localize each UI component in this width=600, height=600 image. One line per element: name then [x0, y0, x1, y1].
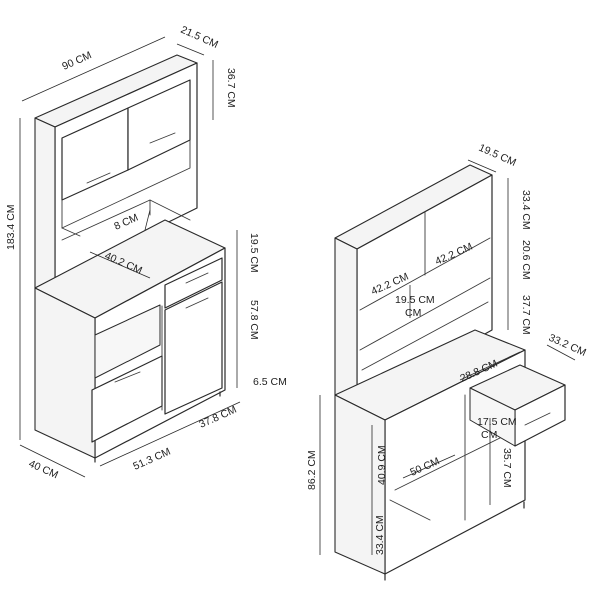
left-door-handle	[185, 297, 209, 309]
left-door[interactable]	[164, 281, 223, 415]
left-upper-door-right-handle	[149, 132, 176, 144]
label-left-width: 51.3 CM	[131, 446, 172, 473]
dim-line-shelf-gap	[144, 209, 151, 231]
left-upper-door-left-handle	[86, 172, 111, 184]
dim-line-top-depth	[176, 43, 205, 56]
dim-r-drawer-depth	[546, 344, 576, 361]
label-drawer-height: 19.5 CM	[248, 233, 260, 273]
right-cabinet: 19.5 CM 33.4 CM 20.6 CM 37.7 CM 42.2 CM …	[306, 142, 588, 581]
label-r-top-depth: 19.5 CM	[477, 142, 518, 169]
right-base-shelf	[394, 427, 521, 491]
right-base-shelf-edge	[389, 499, 431, 521]
label-r-base-lower: 33.4 CM	[374, 515, 386, 555]
dim-line-base-depth	[19, 444, 86, 478]
right-shelf-3	[361, 301, 489, 371]
left-drawer[interactable]	[164, 257, 223, 309]
label-r-mid-shelf: 20.6 CM	[520, 240, 532, 280]
label-top-height: 36.7 CM	[225, 68, 237, 108]
left-shelf-edge	[61, 227, 81, 237]
left-niche	[94, 304, 161, 379]
label-leg-height: 6.5 CM	[253, 376, 287, 388]
left-open-shelf	[61, 139, 191, 229]
left-drawer-handle	[185, 272, 209, 284]
right-hutch-side	[334, 237, 358, 406]
left-base-side	[34, 287, 96, 459]
label-r-side-upper: 35.7 CM	[501, 448, 513, 488]
left-cabinet: 90 CM 21.5 CM 36.7 CM 183.4 CM 8 CM 40.2…	[5, 24, 287, 482]
label-r-shelf-gap: 19.5 CM	[395, 294, 435, 306]
label-r-base-height: 86.2 CM	[306, 450, 318, 490]
label-right-width: 37.8 CM	[197, 404, 238, 431]
label-base-depth: 40 CM	[27, 458, 60, 482]
dim-line-width	[21, 36, 166, 102]
label-r-drawer-height-unit: CM	[481, 429, 497, 441]
left-hutch-side	[34, 117, 56, 289]
label-r-base-upper: 40.9 CM	[376, 445, 388, 485]
dim-r-drawer-width	[459, 351, 521, 381]
right-drawer-side	[469, 387, 516, 447]
label-width: 90 CM	[60, 49, 93, 73]
label-r-drawer-depth: 33.2 CM	[547, 332, 588, 359]
dim-line-base-width	[99, 401, 241, 467]
label-r-lower-shelf: 37.7 CM	[520, 295, 532, 335]
dim-r-base-width	[402, 454, 456, 479]
right-drawer-handle	[524, 412, 551, 426]
label-r-top-shelf: 33.4 CM	[520, 190, 532, 230]
label-door-height: 57.8 CM	[248, 300, 260, 340]
left-pull-drawer-handle	[114, 371, 141, 383]
label-r-drawer-height: 17.5 CM	[477, 416, 517, 428]
dim-line-niche	[89, 251, 151, 279]
label-height: 183.4 CM	[5, 204, 17, 250]
label-r-shelf-gap-unit: CM	[405, 307, 421, 319]
right-shelf-2	[359, 277, 491, 351]
dim-r-top-depth	[467, 159, 497, 173]
